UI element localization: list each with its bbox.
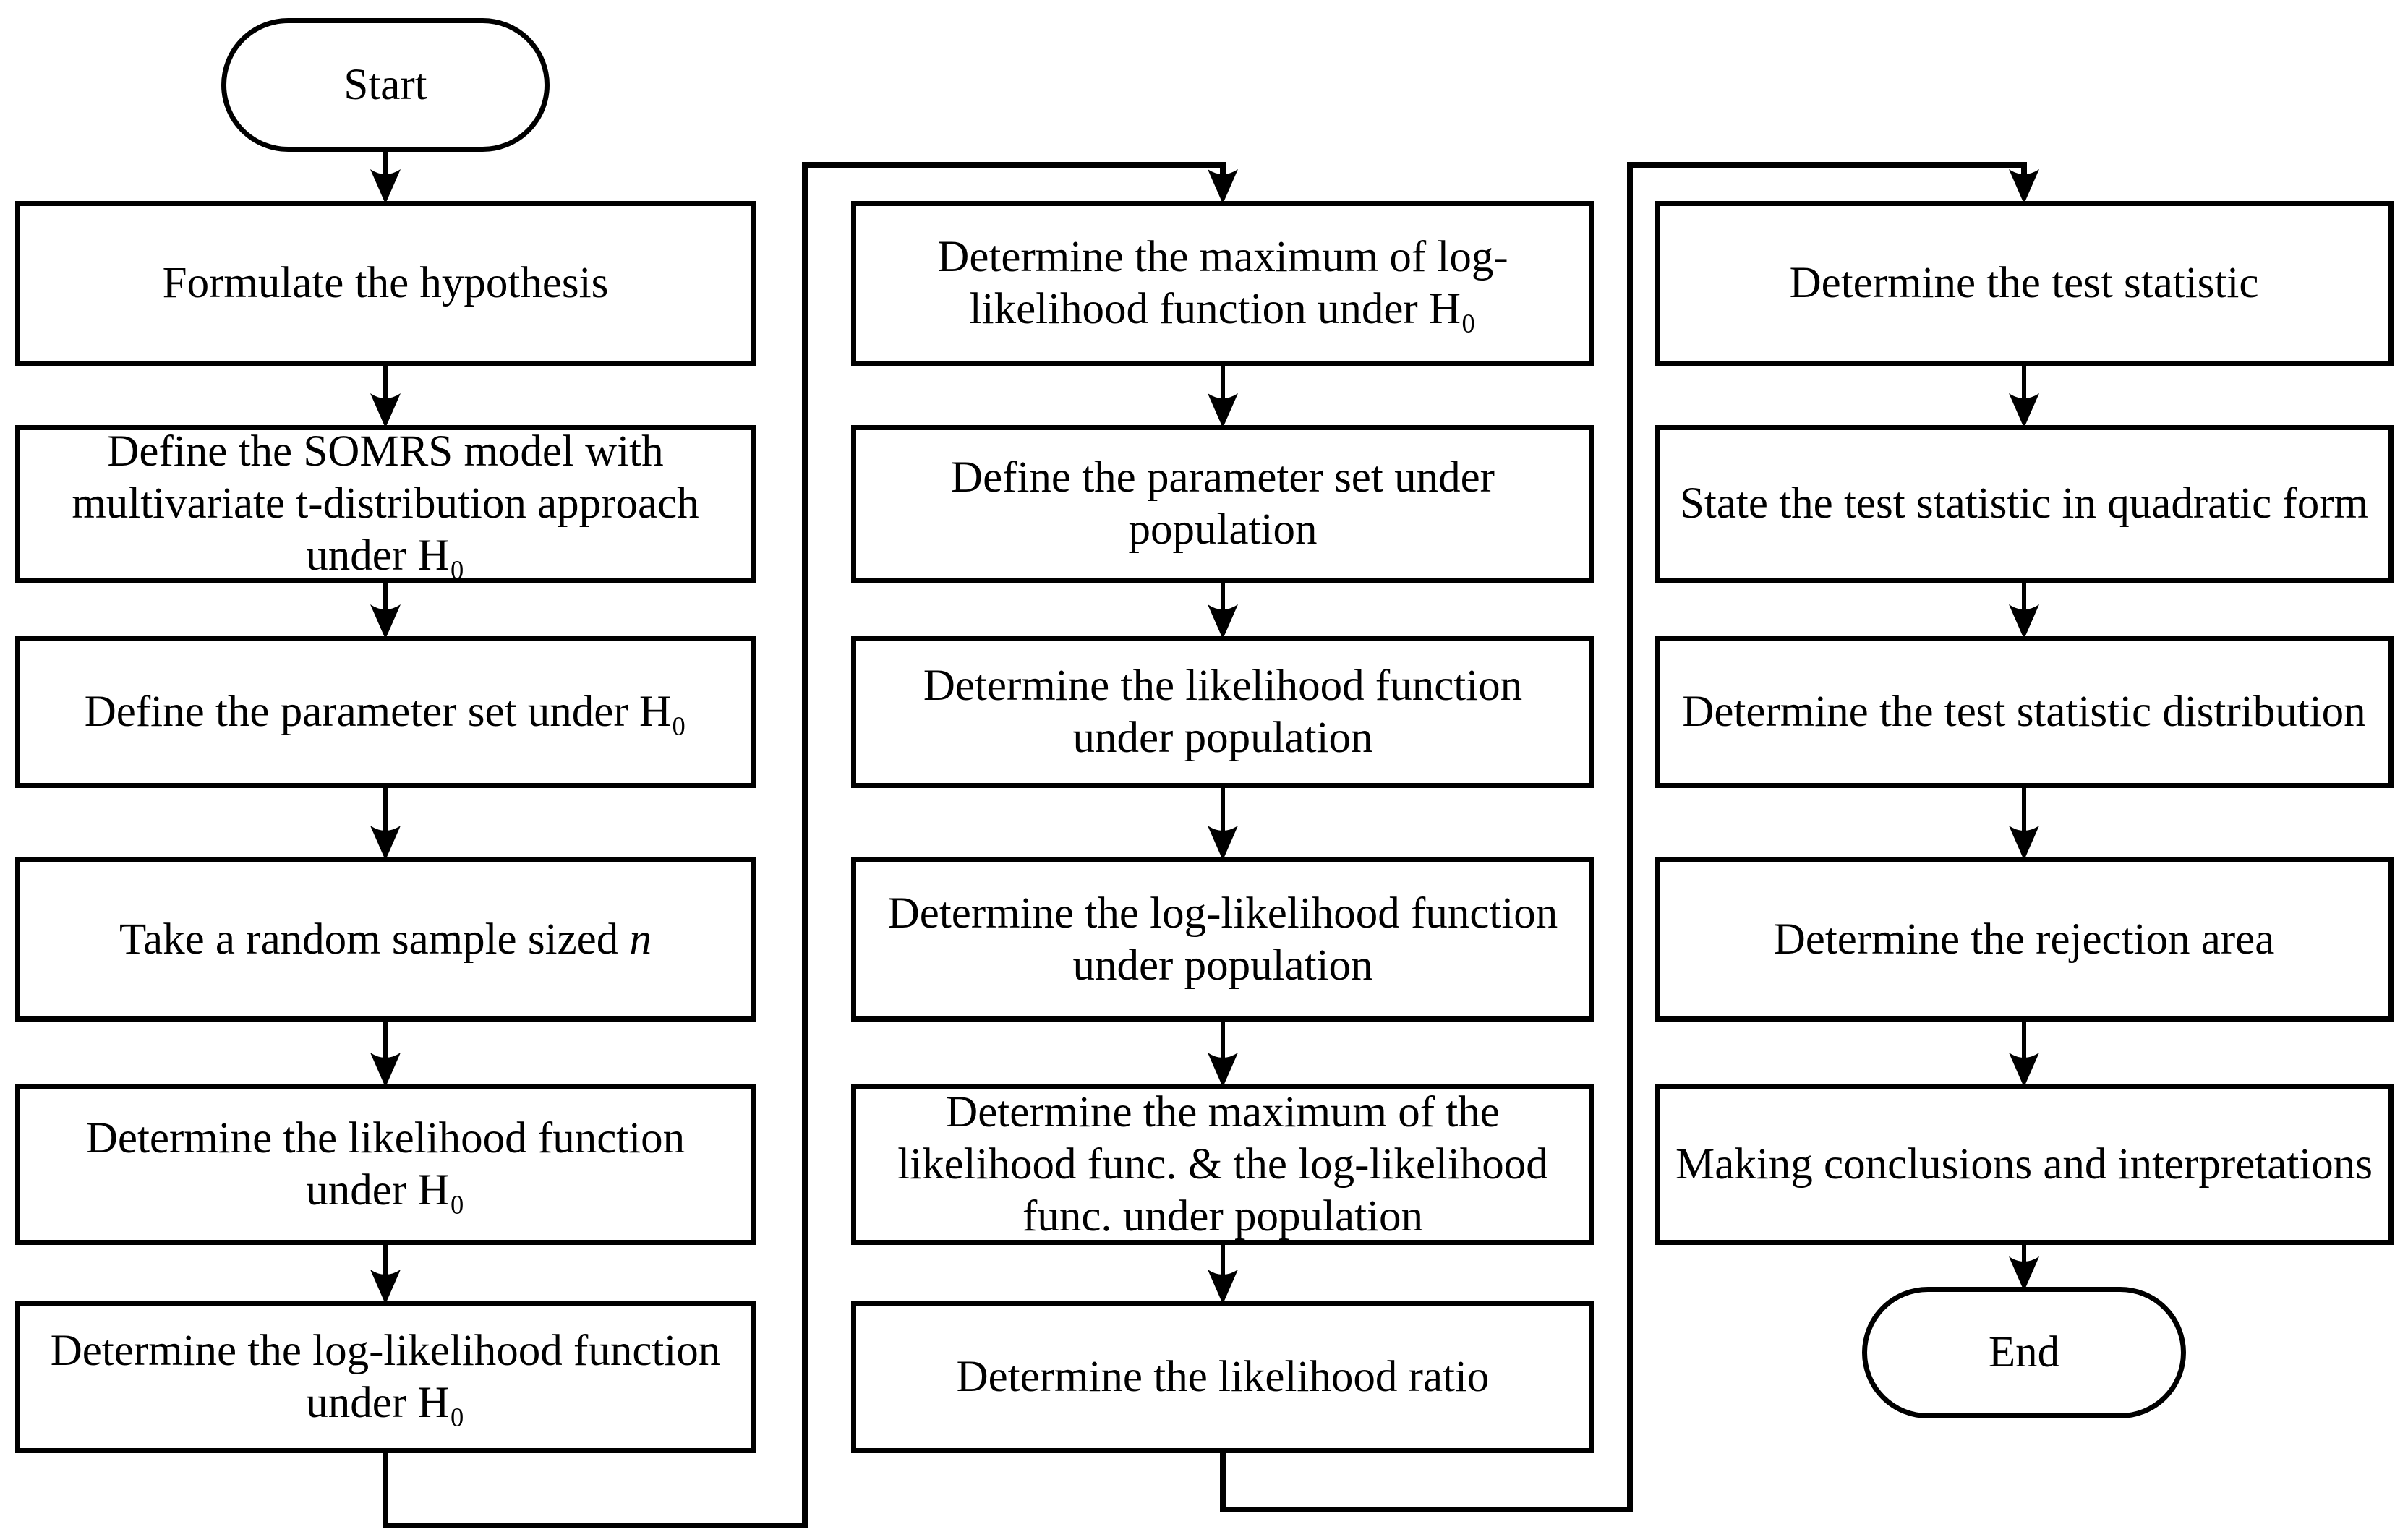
- node-likelihood-function-h0-label: Determine the likelihood function under …: [85, 1114, 686, 1215]
- end-label: End: [1988, 1328, 2060, 1377]
- node-define-parameter-set-h0-label: Define the parameter set under H₀: [84, 688, 687, 736]
- node-likelihood-ratio-label: Determine the likelihood ratio: [956, 1353, 1490, 1401]
- arrow-c3b3-to-c3b4: [2009, 788, 2039, 860]
- node-log-likelihood-function-population-label: Determine the log-likelihood function un…: [887, 889, 1558, 990]
- arrow-c3b5-to-end: [2009, 1245, 2039, 1291]
- node-likelihood-ratio: Determine the likelihood ratio: [851, 1301, 1594, 1453]
- node-log-likelihood-function-h0: Determine the log-likelihood function un…: [15, 1301, 756, 1453]
- arrow-c2b5-to-c2b6: [1208, 1245, 1238, 1304]
- arrow-c1b3-to-c1b4: [370, 788, 401, 860]
- arrow-start-to-c1b1: [370, 152, 401, 204]
- node-max-likelihood-population-label: Determine the maximum of the likelihood …: [897, 1088, 1548, 1241]
- node-determine-test-statistic-label: Determine the test statistic: [1789, 259, 2259, 307]
- node-determine-test-statistic: Determine the test statistic: [1655, 201, 2394, 366]
- node-max-log-likelihood-h0: Determine the maximum of log-likelihood …: [851, 201, 1594, 366]
- node-max-log-likelihood-h0-label: Determine the maximum of log-likelihood …: [937, 233, 1508, 333]
- node-define-somrs-model-label: Define the SOMRS model with multivariate…: [72, 427, 699, 580]
- node-define-parameter-set-population: Define the parameter set under populatio…: [851, 425, 1594, 583]
- node-define-parameter-set-population-label: Define the parameter set under populatio…: [951, 453, 1495, 554]
- node-log-likelihood-function-h0-label: Determine the log-likelihood function un…: [50, 1327, 721, 1427]
- arrow-c1b4-to-c1b5: [370, 1022, 401, 1087]
- arrow-c3b1-to-c3b2: [2009, 366, 2039, 428]
- end-terminal: End: [1862, 1287, 2186, 1418]
- node-take-random-sample: Take a random sample sized n: [15, 857, 756, 1022]
- arrow-c2b1-to-c2b2: [1208, 366, 1238, 428]
- node-formulate-hypothesis-label: Formulate the hypothesis: [162, 259, 609, 307]
- node-formulate-hypothesis: Formulate the hypothesis: [15, 201, 756, 366]
- node-define-parameter-set-h0: Define the parameter set under H₀: [15, 636, 756, 788]
- arrow-c3b2-to-c3b3: [2009, 583, 2039, 639]
- node-likelihood-function-population: Determine the likelihood function under …: [851, 636, 1594, 788]
- arrow-c2b3-to-c2b4: [1208, 788, 1238, 860]
- arrow-c1b2-to-c1b3: [370, 583, 401, 639]
- arrow-c1b5-to-c1b6: [370, 1245, 401, 1304]
- node-take-random-sample-label: Take a random sample sized n: [119, 915, 652, 964]
- node-test-statistic-distribution: Determine the test statistic distributio…: [1655, 636, 2394, 788]
- node-log-likelihood-function-population: Determine the log-likelihood function un…: [851, 857, 1594, 1022]
- node-likelihood-function-h0: Determine the likelihood function under …: [15, 1084, 756, 1245]
- node-conclusions-interpretations-label: Making conclusions and interpretations: [1675, 1140, 2373, 1189]
- node-define-somrs-model: Define the SOMRS model with multivariate…: [15, 425, 756, 583]
- arrow-c2b4-to-c2b5: [1208, 1022, 1238, 1087]
- start-label: Start: [343, 60, 427, 109]
- node-rejection-area: Determine the rejection area: [1655, 857, 2394, 1022]
- node-test-statistic-quadratic-form-label: State the test statistic in quadratic fo…: [1679, 479, 2369, 528]
- node-max-likelihood-population: Determine the maximum of the likelihood …: [851, 1084, 1594, 1245]
- start-terminal: Start: [221, 18, 550, 152]
- sample-size-variable: n: [629, 915, 652, 964]
- node-rejection-area-label: Determine the rejection area: [1773, 915, 2275, 964]
- node-conclusions-interpretations: Making conclusions and interpretations: [1655, 1084, 2394, 1245]
- arrow-c2b2-to-c2b3: [1208, 583, 1238, 639]
- node-likelihood-function-population-label: Determine the likelihood function under …: [923, 662, 1523, 762]
- arrow-c1b1-to-c1b2: [370, 366, 401, 428]
- connector-col2-to-col3: [1220, 162, 2039, 1512]
- connector-col1-to-col2: [383, 162, 1238, 1528]
- node-test-statistic-distribution-label: Determine the test statistic distributio…: [1682, 688, 2366, 736]
- arrow-c3b4-to-c3b5: [2009, 1022, 2039, 1087]
- node-test-statistic-quadratic-form: State the test statistic in quadratic fo…: [1655, 425, 2394, 583]
